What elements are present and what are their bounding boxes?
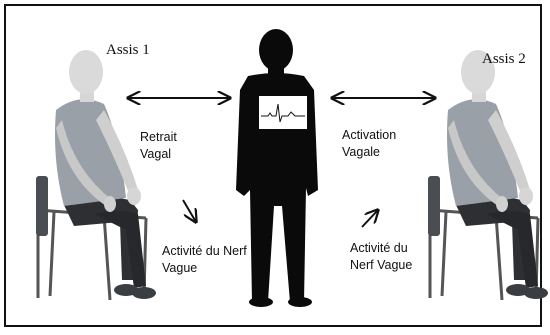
label-vagus-left-line1: Activité du Nerf — [162, 244, 247, 258]
label-withdrawal-line2: Vagal — [140, 147, 172, 162]
label-vagus-right-line1: Activité du — [350, 241, 408, 255]
label-withdrawal: Retrait Vagal — [140, 130, 177, 162]
standing-silhouette-icon — [236, 29, 318, 307]
seated-mannequin-right-icon — [426, 48, 550, 302]
label-activation: Activation Vagale — [342, 128, 396, 160]
label-assis-1: Assis 1 — [106, 42, 150, 58]
arrow-down-right-icon — [182, 199, 196, 222]
label-activation-line2: Vagale — [342, 145, 380, 160]
label-withdrawal-line1: Retrait — [140, 130, 177, 144]
label-vagus-right: Activité du Nerf Vague — [350, 241, 412, 273]
label-assis-2: Assis 2 — [482, 51, 526, 67]
label-vagus-left-line2: Vague — [162, 261, 198, 276]
label-vagus-right-line2: Nerf Vague — [350, 258, 413, 273]
label-vagus-left: Activité du Nerf Vague — [162, 244, 247, 276]
label-activation-line1: Activation — [342, 128, 397, 142]
arrow-up-right-icon — [361, 210, 378, 228]
seated-mannequin-left-icon — [34, 48, 158, 302]
ecg-trace-icon — [259, 96, 307, 129]
